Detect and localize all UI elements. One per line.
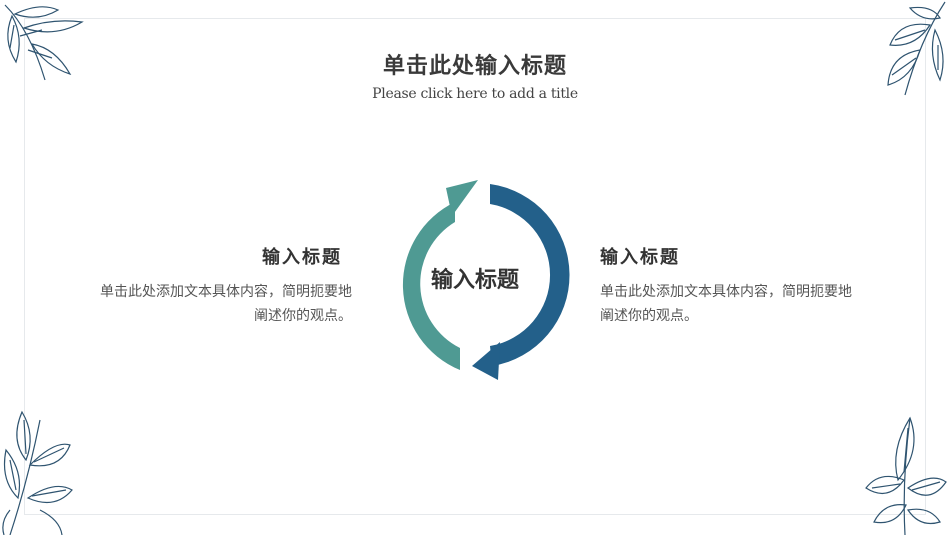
teal-arrow-arc [402,202,460,370]
blue-arrow-arc [490,184,570,366]
right-block-text[interactable]: 单击此处添加文本具体内容，简明扼要地阐述你的观点。 [600,284,852,324]
cycle-center-label[interactable]: 输入标题 [430,267,519,293]
leaf-branch-bottom-right-icon [865,416,947,535]
page-subtitle[interactable]: Please click here to add a title [372,86,578,102]
cycle-arrows-icon [402,180,570,380]
blue-arrowhead [472,342,500,380]
page-title[interactable]: 单击此处输入标题 [382,53,567,79]
leaf-branch-top-left-icon [4,4,84,81]
leaf-branch-top-right-icon [887,1,946,96]
slide-border [24,18,926,515]
left-block-heading[interactable]: 输入标题 [262,247,342,268]
left-block-text[interactable]: 单击此处添加文本具体内容，简明扼要地阐述你的观点。 [100,284,352,324]
right-block-heading[interactable]: 输入标题 [600,247,680,268]
teal-arrowhead [446,180,478,216]
leaf-branch-bottom-left-icon [2,410,73,535]
